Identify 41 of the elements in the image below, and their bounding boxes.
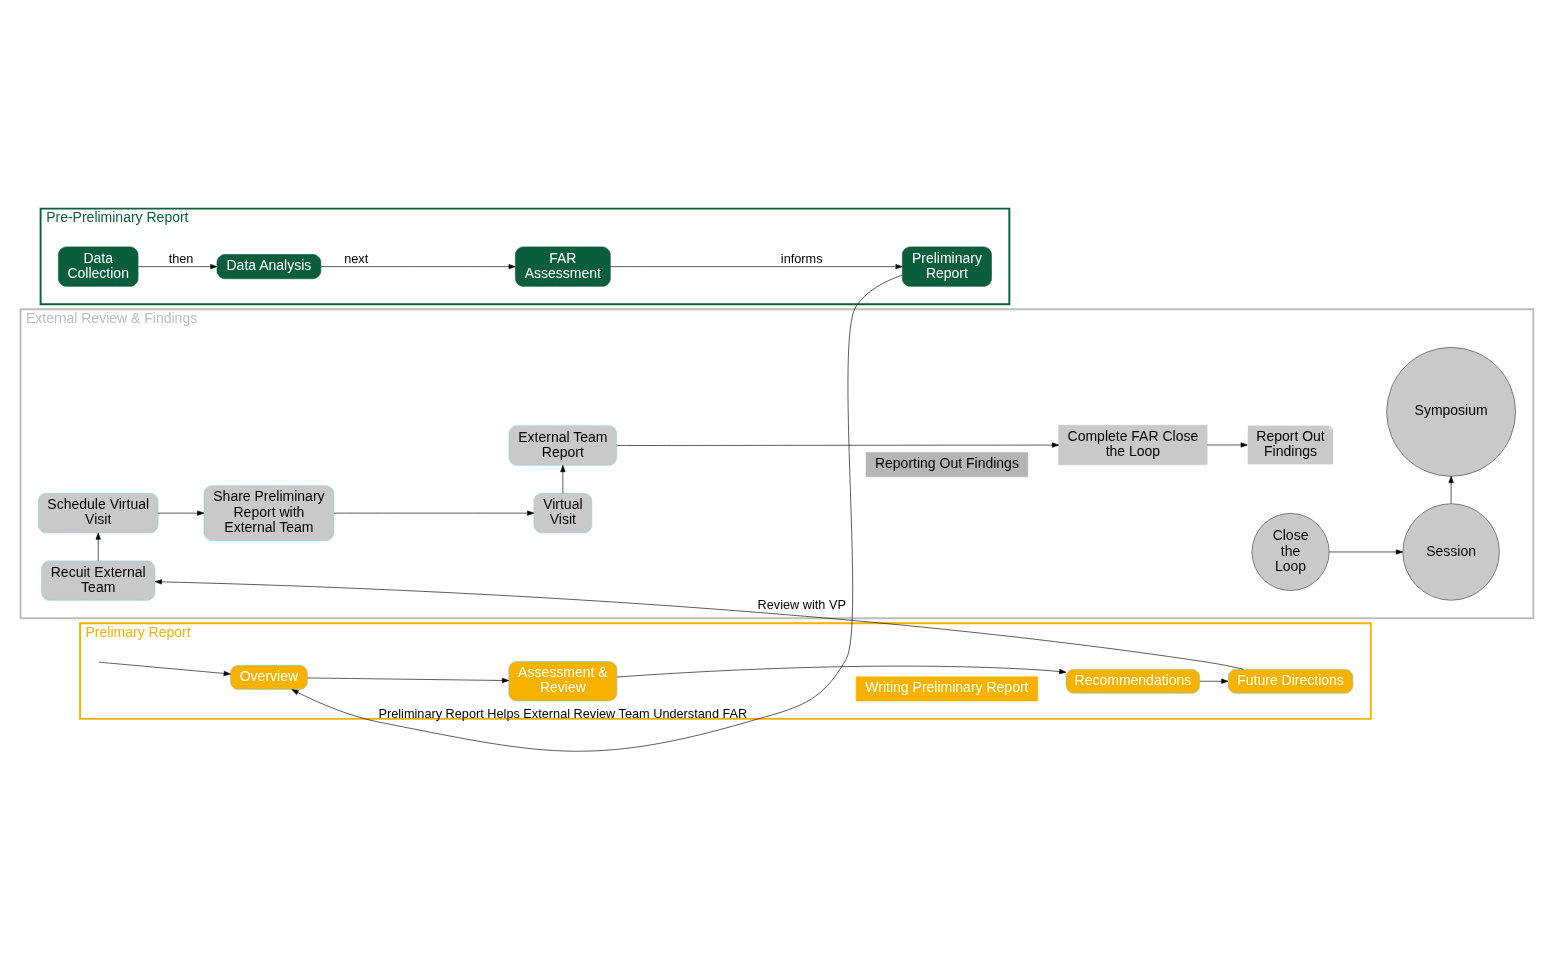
node-box: Recommendations xyxy=(1065,668,1200,694)
edge-label: next xyxy=(343,250,368,266)
arrow xyxy=(137,264,217,270)
arrow xyxy=(95,532,101,562)
arrow xyxy=(291,274,903,752)
node-box: Recuit External Team xyxy=(40,560,155,601)
node-box: Share Preliminary Report with External Team xyxy=(203,485,334,541)
node-box: External Team Report xyxy=(508,425,617,466)
edge-label: informs xyxy=(780,250,823,266)
node-box: Writing Preliminary Report xyxy=(855,676,1038,702)
node-box: Data Analysis xyxy=(216,254,321,280)
node-circle: Symposium xyxy=(1385,347,1516,477)
node-box: Future Directions xyxy=(1227,668,1353,694)
arrow xyxy=(154,579,1243,670)
arrow xyxy=(1448,476,1454,504)
arrow xyxy=(609,264,903,270)
node-box: FAR Assessment xyxy=(514,246,611,287)
node-box: Overview xyxy=(229,665,308,690)
node-circle: Close the Loop xyxy=(1251,513,1329,591)
node-box: Data Collection xyxy=(57,246,138,287)
arrow xyxy=(559,465,565,494)
node-box: Virtual Visit xyxy=(533,493,592,534)
arrow xyxy=(157,510,204,516)
edge-label: then xyxy=(168,250,193,266)
arrow xyxy=(320,264,516,270)
node-box: Schedule Virtual Visit xyxy=(37,493,158,534)
arrow xyxy=(615,442,1059,448)
node-box: Reporting Out Findings xyxy=(865,452,1028,478)
arrow xyxy=(1206,442,1248,448)
arrow xyxy=(616,665,1066,678)
node-box: Complete FAR Close the Loop xyxy=(1057,424,1207,466)
node-circle: Session xyxy=(1402,503,1500,601)
arrow xyxy=(306,677,509,684)
node-box: Preliminary Report xyxy=(901,246,992,287)
edge-label: Preliminary Report Helps External Review Team Understand FAR xyxy=(377,706,747,722)
arrow xyxy=(333,510,534,516)
arrow xyxy=(98,661,231,676)
edge-label: Review with VP xyxy=(757,596,846,612)
arrow xyxy=(1199,678,1228,684)
arrow xyxy=(1328,549,1403,555)
node-box: Assessment & Review xyxy=(507,661,617,702)
